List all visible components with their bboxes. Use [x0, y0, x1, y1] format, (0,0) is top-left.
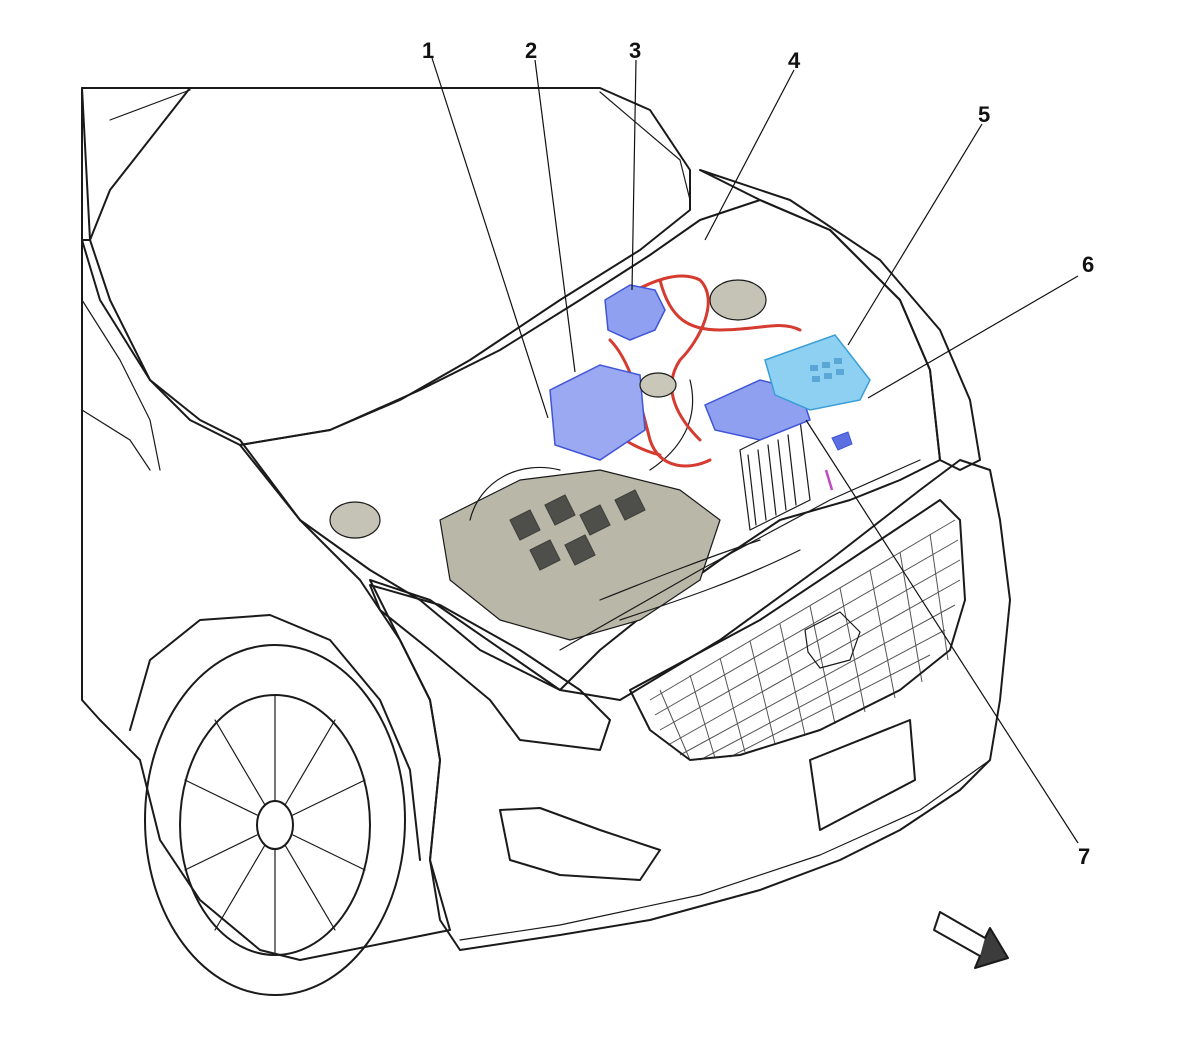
leader-lines	[431, 57, 1079, 844]
callout-4: 4	[788, 48, 801, 73]
hood	[81, 87, 691, 446]
callout-6: 6	[1082, 252, 1094, 277]
ignition-coils	[509, 489, 646, 571]
radiator-support	[559, 459, 921, 651]
license-plate-bracket	[809, 719, 916, 831]
leader-line-3	[631, 59, 637, 291]
hood-edge	[109, 89, 691, 201]
brand-emblem	[804, 611, 861, 669]
lower-valance	[459, 759, 991, 941]
leader-line-7	[805, 419, 1079, 844]
engine-components	[329, 279, 921, 651]
grille-mesh	[649, 519, 961, 761]
left-headlight	[369, 584, 611, 751]
vehicle-body	[81, 87, 1011, 996]
leader-line-5	[847, 123, 983, 346]
callout-1: 1	[422, 38, 434, 63]
vehicle-side-lower	[81, 239, 451, 961]
wiring-harness-red	[598, 274, 802, 468]
leader-line-2	[534, 59, 576, 373]
connector-magenta	[824, 469, 834, 491]
reservoir-cap	[639, 372, 677, 398]
connector-blue	[831, 431, 853, 451]
callout-7: 7	[1078, 844, 1090, 869]
control-module-blue	[549, 364, 646, 461]
leader-line-6	[867, 275, 1079, 399]
left-fog-lamp	[499, 807, 661, 881]
highlighted-components	[549, 274, 871, 491]
right-fender	[699, 169, 981, 471]
strut-tower-right	[709, 279, 767, 321]
callout-5: 5	[978, 102, 990, 127]
a-pillar	[81, 299, 161, 471]
front-bumper	[369, 459, 1011, 951]
bay-wiring	[599, 539, 801, 621]
forward-arrow-icon	[933, 911, 1009, 969]
strut-tower-left	[329, 501, 381, 539]
callout-2: 2	[525, 38, 537, 63]
callout-labels: 1 2 3 4 5 6 7	[422, 38, 1094, 869]
leader-line-1	[431, 57, 549, 419]
leader-line-4	[704, 69, 795, 241]
radiator-fins	[739, 419, 811, 531]
brake-module-blue	[604, 284, 666, 341]
callout-3: 3	[629, 38, 641, 63]
fuse-block-cells	[810, 358, 844, 382]
front-left-wheel	[144, 644, 406, 996]
fuse-block-cyan	[764, 334, 871, 411]
wheel-arch	[129, 614, 421, 861]
coolant-hoses	[469, 379, 694, 521]
